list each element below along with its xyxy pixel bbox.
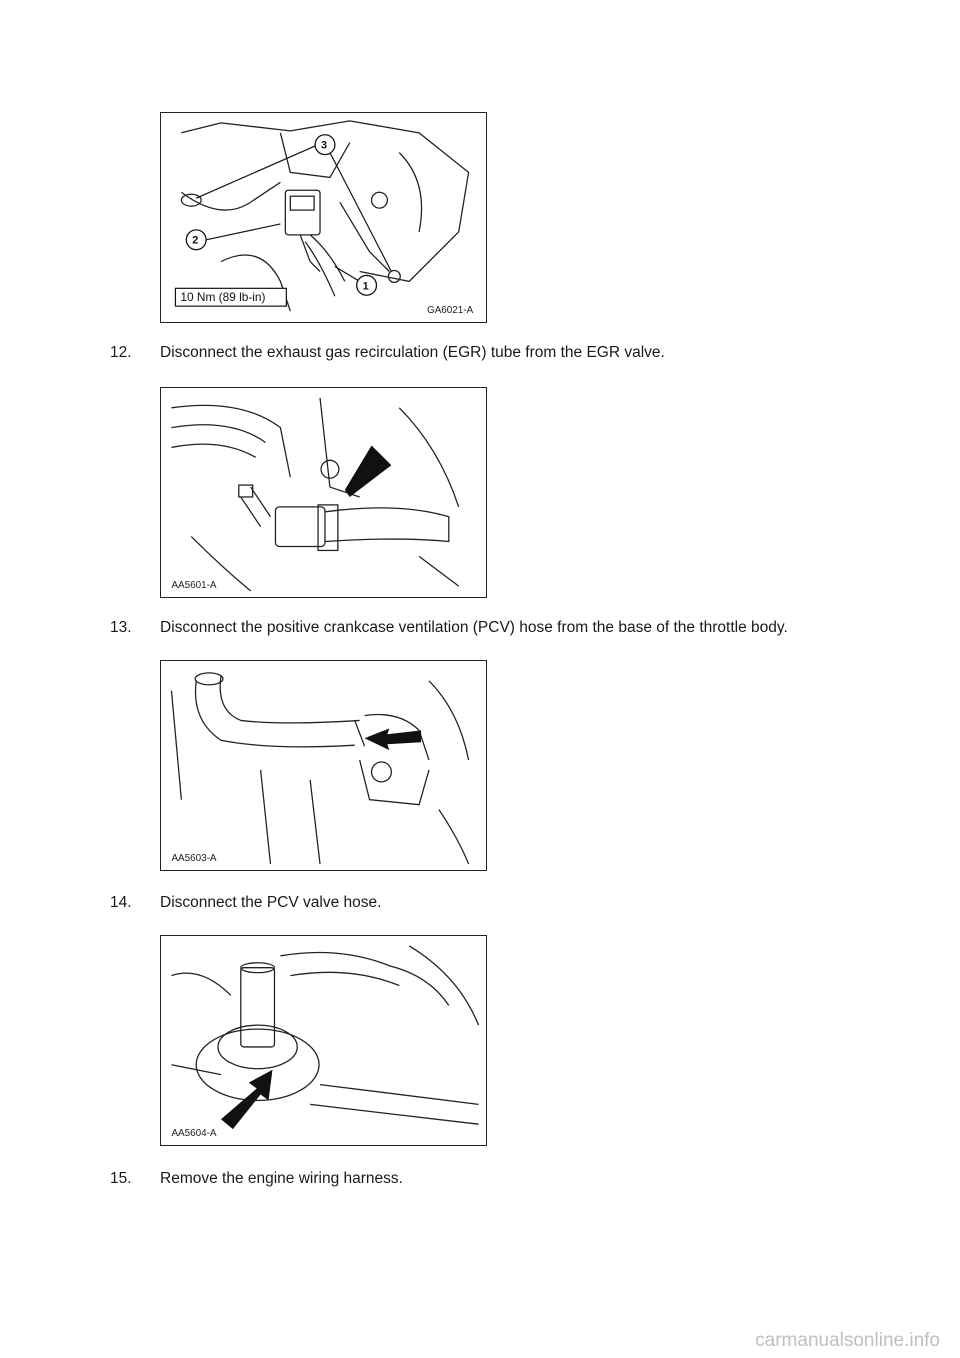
figure-aa5604: AA5604-A — [160, 935, 487, 1146]
torque-spec-label: 10 Nm (89 lb-in) — [180, 290, 265, 304]
step-14: 14. Disconnect the PCV valve hose. — [110, 893, 381, 913]
step-text: Disconnect the PCV valve hose. — [160, 894, 382, 911]
figure-aa5603: AA5603-A — [160, 660, 487, 871]
figure-code: GA6021-A — [427, 305, 474, 316]
figure-ga6021: 3 2 1 10 Nm (89 lb-in) GA6021-A — [160, 112, 487, 323]
callout-2: 2 — [192, 235, 198, 247]
step-text: Remove the engine wiring harness. — [160, 1170, 403, 1187]
step-15: 15. Remove the engine wiring harness. — [110, 1169, 403, 1189]
illustration-egr-tube: AA5601-A — [171, 397, 460, 592]
figure-code: AA5604-A — [171, 1128, 216, 1139]
step-text: Disconnect the exhaust gas recirculation… — [160, 344, 665, 361]
step-number: 15. — [110, 1170, 132, 1187]
step-13: 13. Disconnect the positive crankcase ven… — [110, 618, 788, 638]
step-number: 13. — [110, 619, 132, 636]
step-text: Disconnect the positive crankcase ventil… — [160, 619, 788, 636]
step-number: 14. — [110, 894, 132, 911]
figure-code: AA5601-A — [171, 580, 216, 591]
step-12: 12. Disconnect the exhaust gas recirculat… — [110, 343, 665, 363]
illustration-egr-connector: 3 2 1 10 Nm (89 lb-in) GA6021-A — [174, 120, 474, 316]
watermark: carmanualsonline.info — [755, 1330, 940, 1351]
callout-1: 1 — [363, 280, 369, 292]
illustration-pcv-hose: AA5603-A — [170, 672, 470, 865]
callout-3: 3 — [321, 140, 327, 152]
figure-aa5601: AA5601-A — [160, 387, 487, 598]
figure-code: AA5603-A — [171, 853, 216, 864]
illustration-pcv-valve: AA5604-A — [171, 945, 480, 1139]
step-number: 12. — [110, 344, 132, 361]
